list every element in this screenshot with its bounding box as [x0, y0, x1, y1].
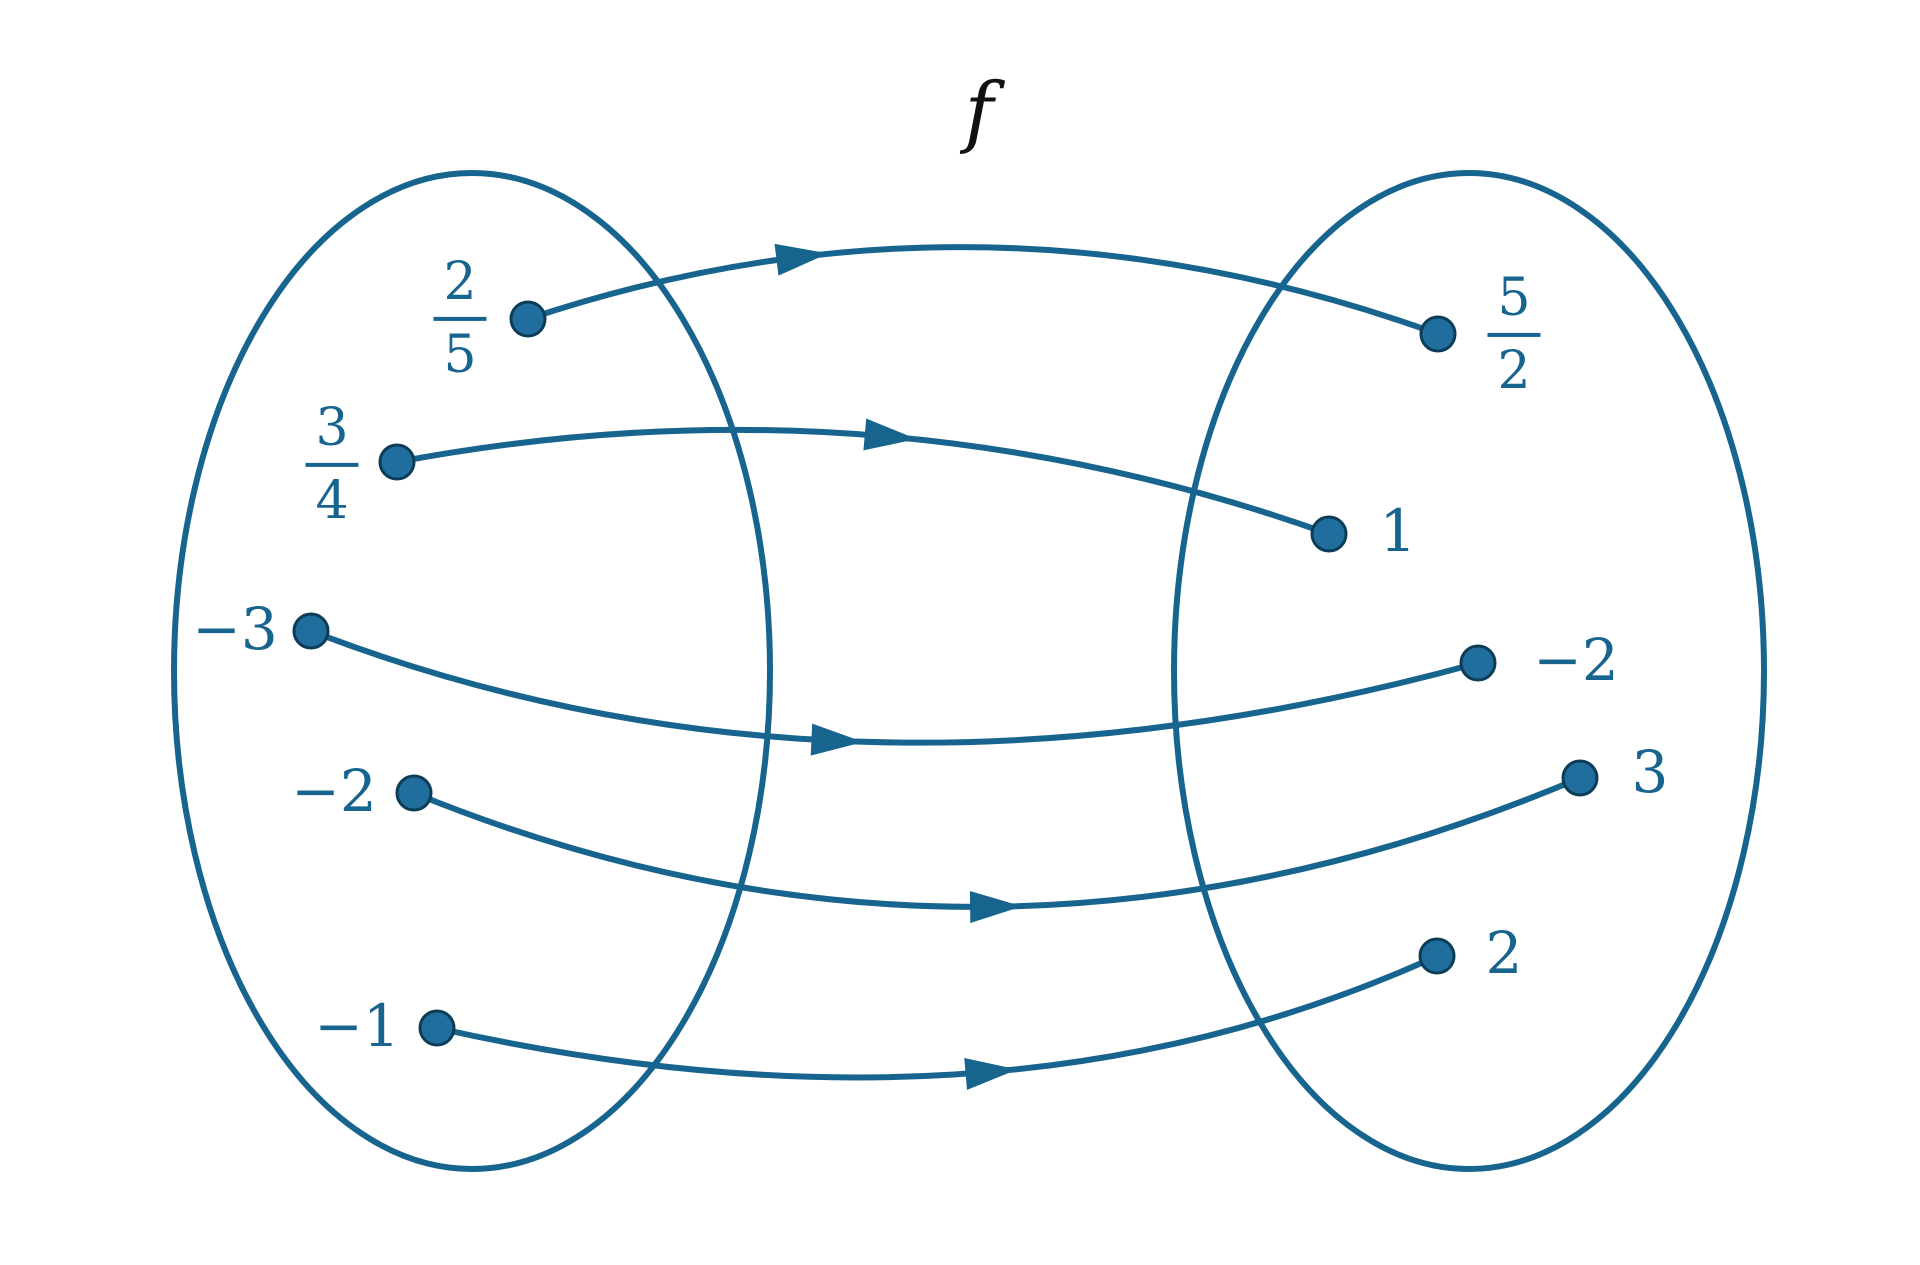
codomain-point: [1459, 644, 1497, 682]
codomain-point: [1561, 759, 1599, 797]
function-name-label: f: [964, 67, 994, 157]
mapping-arrow-curve: [525, 244, 1441, 337]
mapping-arrow-curve: [411, 775, 1583, 910]
codomain-point: [1418, 937, 1456, 975]
domain-ellipse: [171, 170, 773, 1172]
arrowhead-icon: [964, 1057, 1018, 1090]
arrowhead-icon: [810, 723, 864, 756]
arrowhead-icon: [774, 243, 829, 276]
codomain-point: [1310, 515, 1348, 553]
mapping-arrow-curve: [308, 628, 1481, 746]
domain-point: [395, 774, 433, 812]
arrowhead-icon: [969, 891, 1023, 924]
codomain-ellipse: [1171, 170, 1767, 1172]
domain-point: [418, 1009, 456, 1047]
domain-point: [378, 443, 416, 481]
arrowhead-icon: [863, 418, 917, 451]
domain-point: [509, 300, 547, 338]
domain-point: [292, 612, 330, 650]
codomain-point: [1419, 315, 1457, 353]
